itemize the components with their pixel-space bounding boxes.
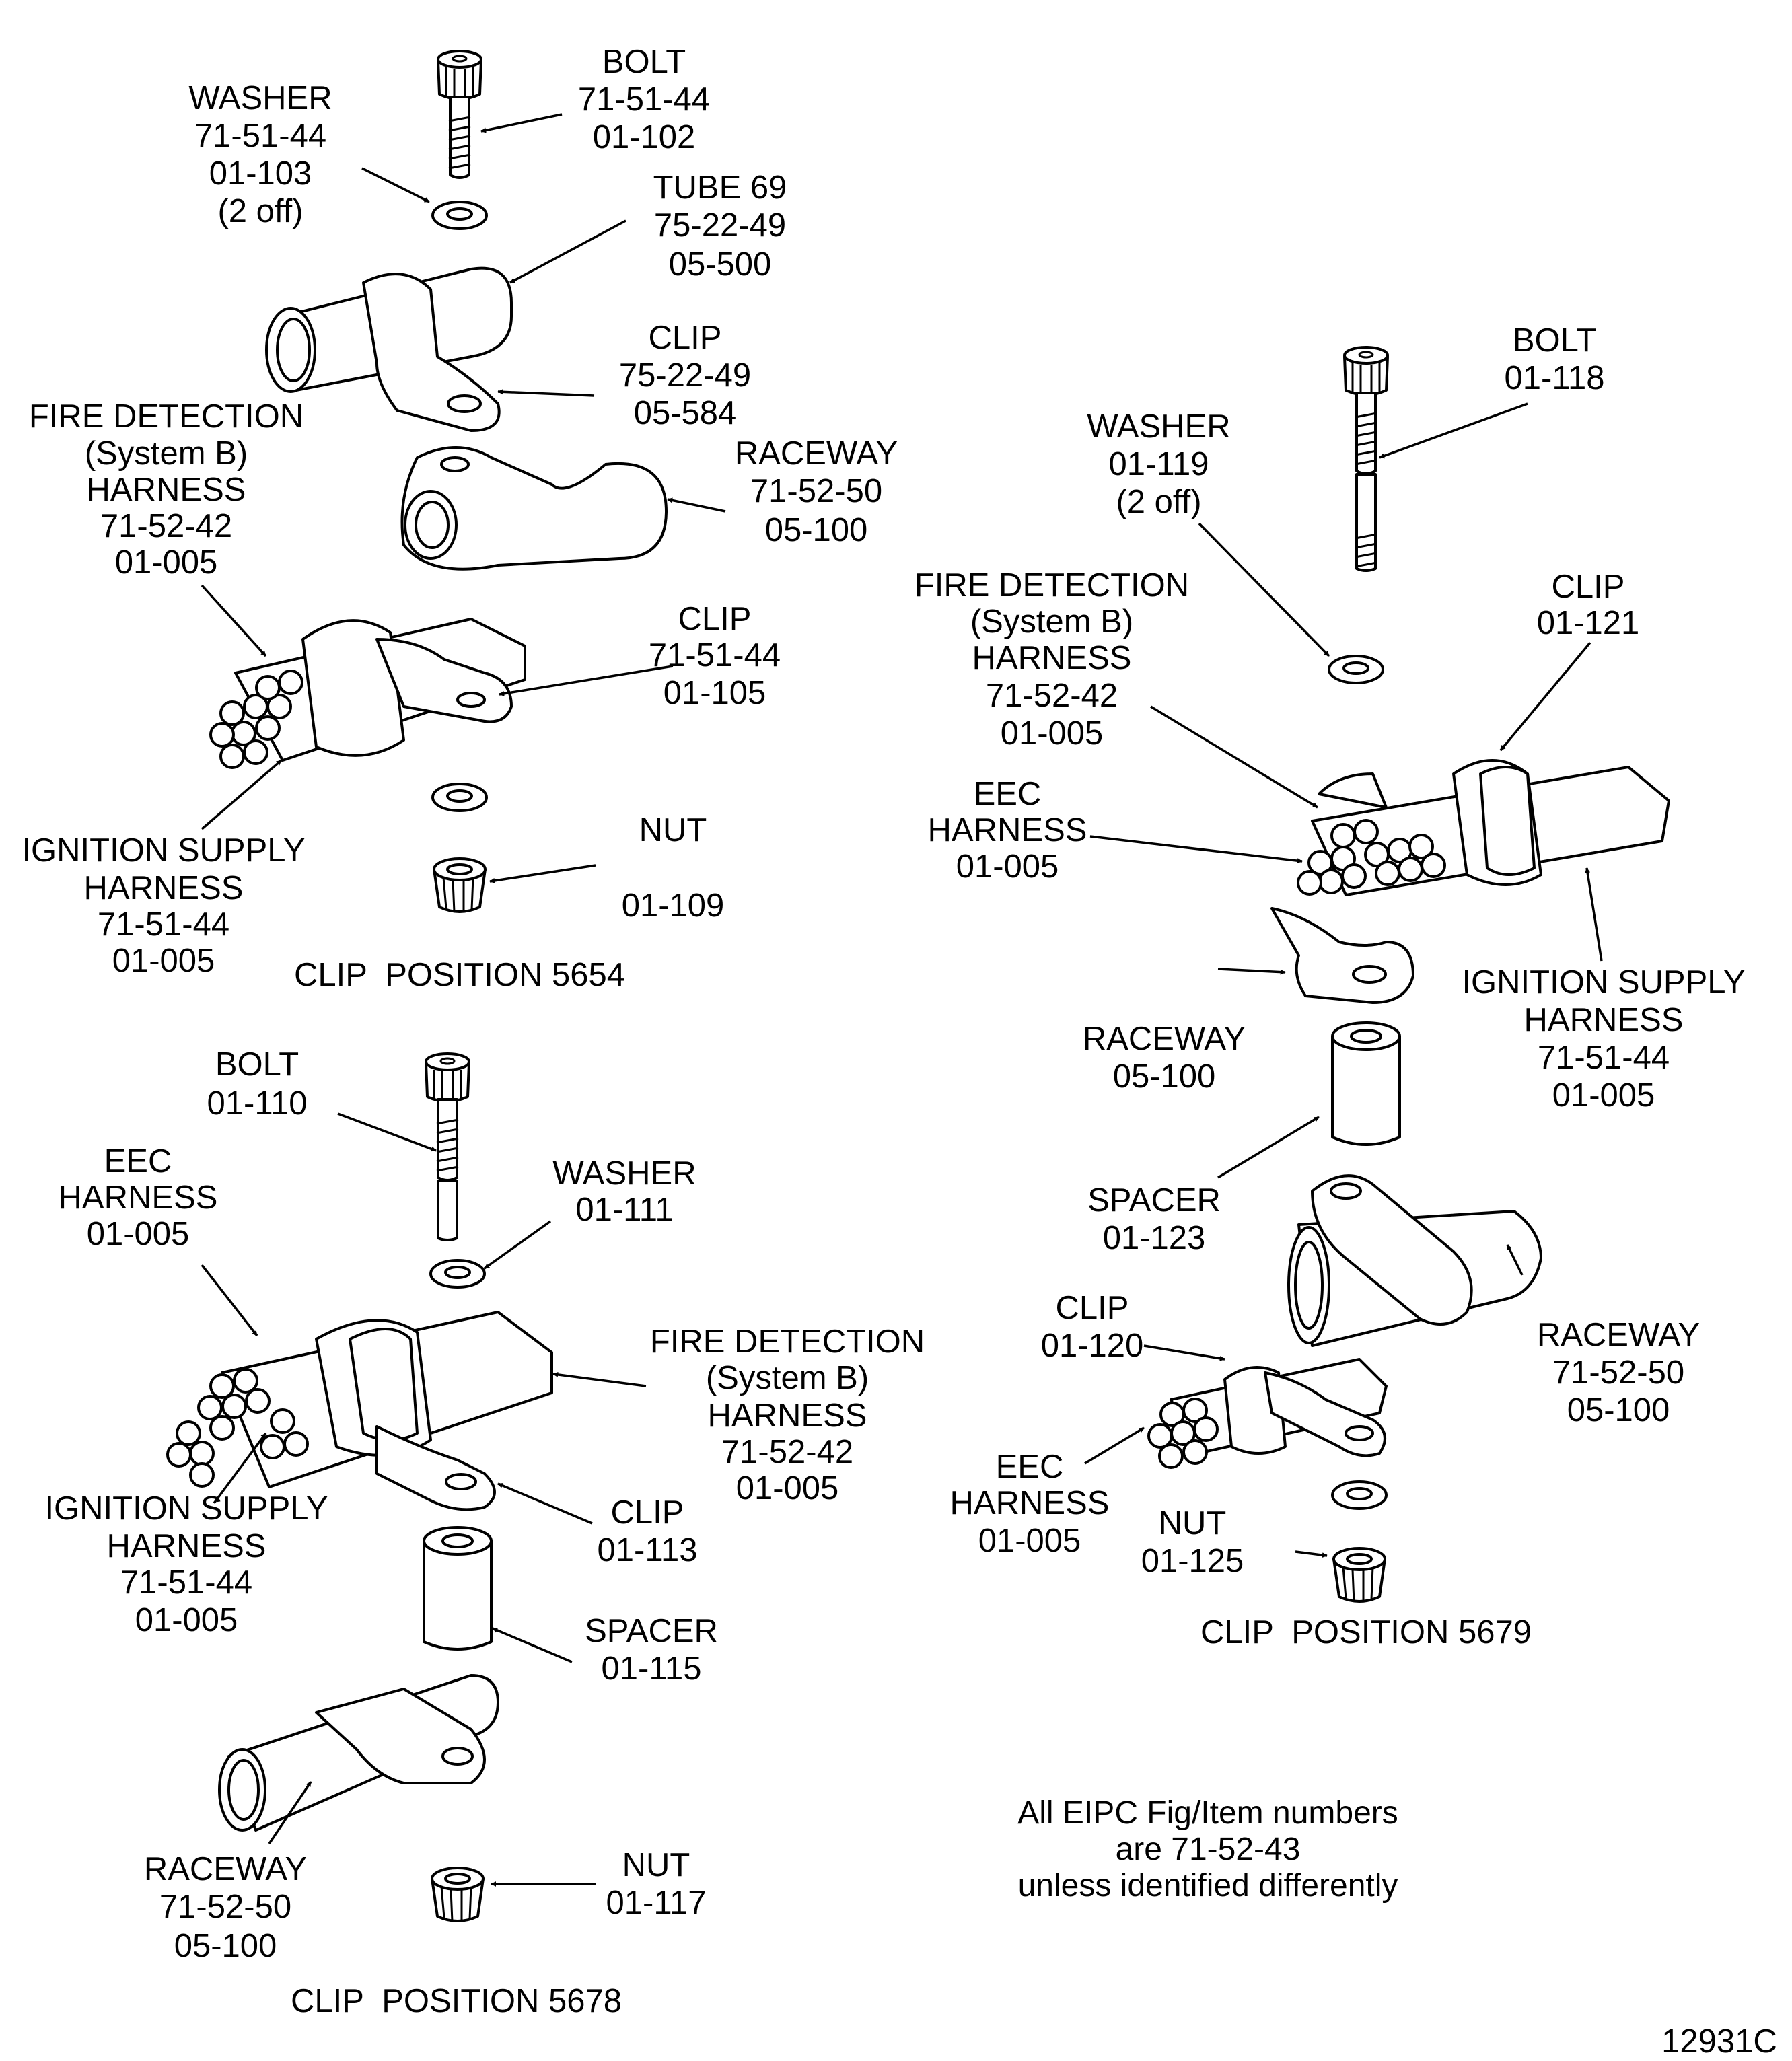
caption-position-5679: CLIP POSITION 5679 [1200,1614,1532,1651]
nut-5654 [433,857,487,914]
washer-5654-top [431,201,488,230]
spacer-5679 [1331,1021,1401,1146]
washer-5678 [429,1259,486,1289]
spacer-5678 [423,1526,493,1651]
caption-position-5678: CLIP POSITION 5678 [291,1983,622,2019]
raceway-5679-top [1270,907,1414,1004]
harness-bundle-5679 [1297,759,1670,896]
raceway-5678 [218,1674,499,1832]
nut-5678 [431,1867,485,1923]
figure-id: 12931C [1661,2023,1777,2060]
harness-bundle-5654 [209,618,526,769]
bolt-5678 [425,1052,470,1241]
clip-05-584 [362,273,501,432]
washer-5654-bottom [431,783,488,812]
washer-5679 [1328,655,1384,684]
raceway-5654 [400,446,668,571]
bolt-5679 [1343,346,1389,572]
raceway-5679-bottom [1287,1174,1542,1347]
clip-harness-5679 [1147,1358,1388,1469]
nut-5679 [1332,1547,1386,1603]
bolt-5654 [437,50,482,179]
caption-position-5654: CLIP POSITION 5654 [294,957,625,993]
washer-5679-bottom [1331,1480,1388,1510]
harness-bundle-5678 [166,1311,553,1511]
